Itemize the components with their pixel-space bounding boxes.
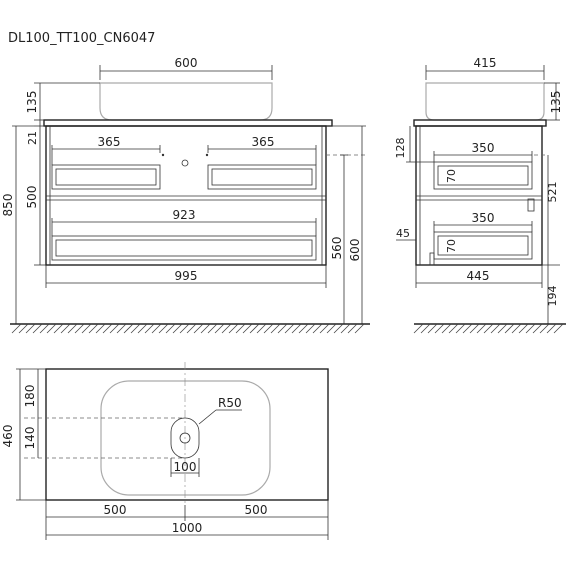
front-drain [181, 159, 189, 167]
dim-front-total-height: 850 [1, 194, 15, 217]
dim-side-top-offset: 128 [394, 138, 407, 159]
dim-top-half-right: 500 [245, 503, 268, 517]
side-view: 415 135 128 350 70 350 70 521 45 [394, 56, 566, 334]
front-drawer-left [51, 164, 161, 190]
dim-front-basin-width: 600 [175, 56, 198, 70]
dim-side-drawer-upper-depth: 350 [472, 141, 495, 155]
dim-front-cabinet-width: 995 [175, 269, 198, 283]
side-cabinet [415, 125, 543, 266]
side-countertop [413, 119, 547, 127]
dim-side-basin-height: 135 [549, 91, 563, 114]
front-drawer-lower [51, 235, 317, 261]
front-basin [99, 82, 273, 121]
dim-side-drawer-lower-depth: 350 [472, 211, 495, 225]
dim-top-front-dist: 180 [23, 385, 37, 408]
dim-top-hole-dist: 140 [23, 427, 37, 450]
dim-front-cabinet-height: 600 [348, 239, 362, 262]
dim-side-cabinet-depth: 445 [467, 269, 490, 283]
dim-front-top-thickness: 21 [26, 131, 39, 145]
dim-front-drawer-left: 365 [98, 135, 121, 149]
top-countertop [45, 368, 329, 501]
dim-front-drawer-right: 365 [252, 135, 275, 149]
dim-top-half-left: 500 [104, 503, 127, 517]
dim-top-width: 1000 [172, 521, 203, 535]
dim-side-side-height: 521 [546, 182, 559, 203]
front-view: 600 365 365 923 995 135 21 500 850 [1, 56, 370, 334]
dim-side-drawer-lower-height: 70 [445, 239, 458, 253]
front-drawer-right [207, 164, 317, 190]
dim-top-depth: 460 [1, 425, 15, 448]
front-countertop [43, 119, 333, 127]
dim-top-radius: R50 [218, 396, 242, 410]
drawing-title: DL100_TT100_CN6047 [8, 31, 155, 46]
dim-side-basin-depth: 415 [474, 56, 497, 70]
dim-front-body-height: 560 [330, 237, 344, 260]
side-basin [425, 82, 545, 121]
top-view: R50 100 460 180 140 500 500 1000 [1, 362, 329, 540]
side-drawer-upper [433, 161, 533, 190]
dim-top-hole-width: 100 [174, 460, 197, 474]
top-basin-outline [100, 380, 271, 496]
front-cabinet [45, 125, 327, 266]
dim-front-upper-height: 500 [25, 186, 39, 209]
dim-side-drawer-upper-height: 70 [445, 169, 458, 183]
side-drawer-lower [433, 231, 533, 260]
top-drain [170, 417, 200, 459]
dim-side-floor-height: 194 [546, 286, 559, 307]
dim-side-bottom-offset: 45 [396, 227, 410, 240]
dim-front-basin-height: 135 [25, 91, 39, 114]
dim-front-drawer-lower: 923 [173, 208, 196, 222]
